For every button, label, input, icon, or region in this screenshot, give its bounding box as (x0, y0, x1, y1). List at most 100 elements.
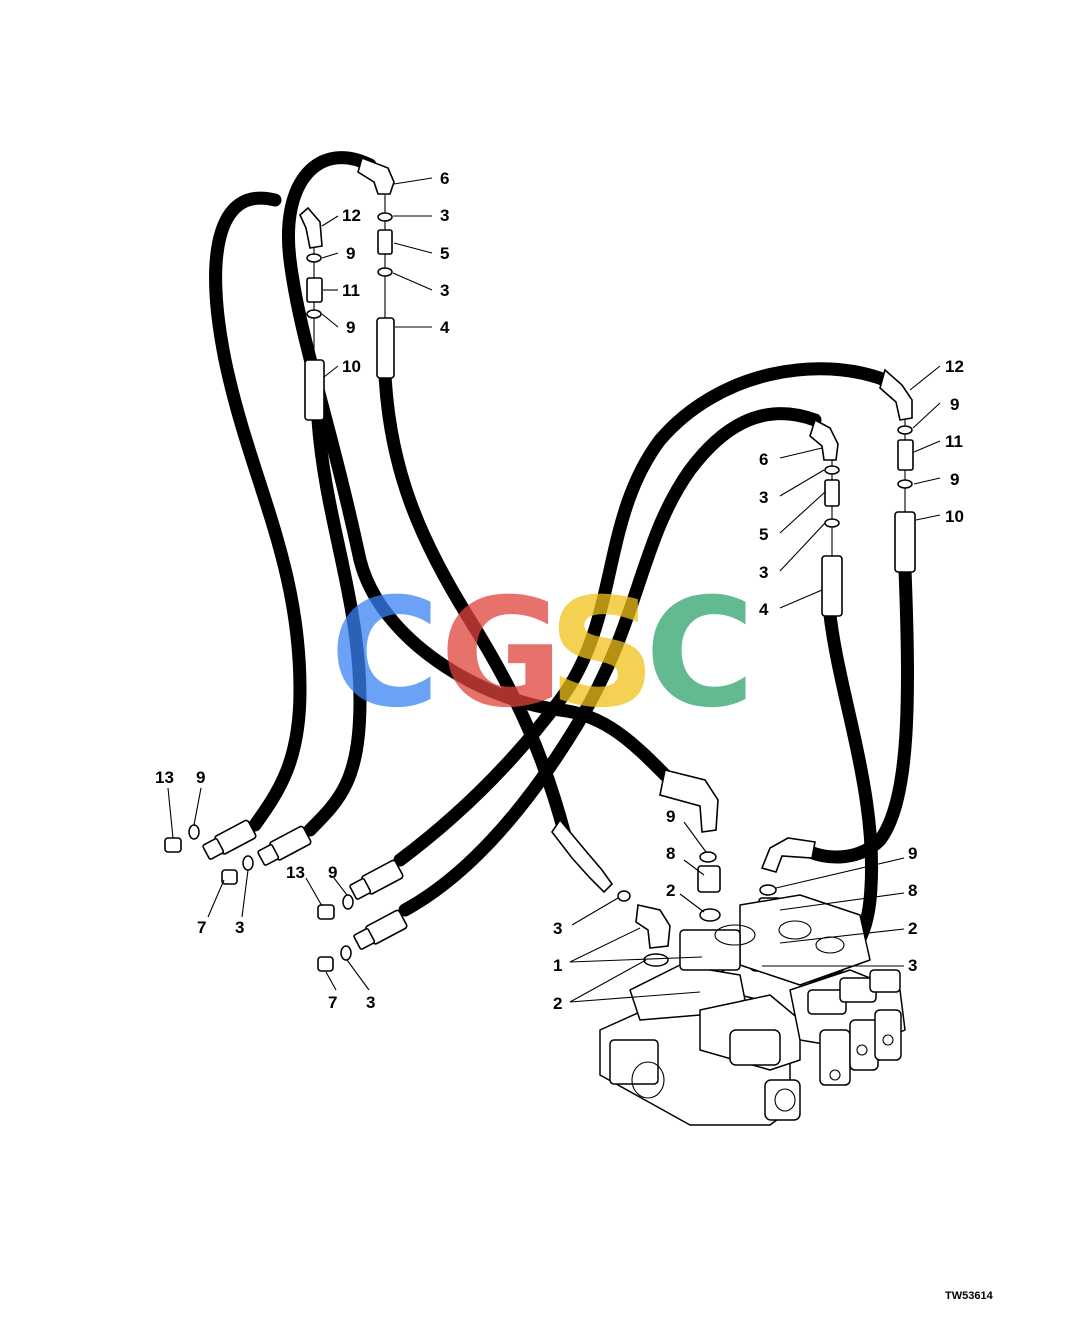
callout-11-right: 11 (945, 432, 963, 451)
callout-7-mid: 7 (328, 993, 337, 1012)
callout-9-valve-right: 9 (908, 844, 917, 863)
elbow-1-a (635, 904, 671, 949)
callouts: 6 3 12 5 9 3 11 9 4 10 12 9 11 6 9 3 10 … (155, 169, 964, 1013)
oring-2-valve-b (643, 953, 669, 967)
leader-lines (167, 177, 941, 1003)
hose-end-valve-right (760, 837, 816, 873)
callout-8-valve-left: 8 (666, 844, 675, 863)
callout-9-left: 9 (196, 768, 205, 787)
elbow-6-upper (357, 156, 395, 195)
callout-13-mid: 13 (286, 863, 305, 882)
callout-8-valve-right: 8 (908, 881, 917, 900)
callout-3-upper-b: 3 (440, 281, 449, 300)
watermark-letter-g: G (440, 567, 563, 741)
plug-7-left (221, 869, 238, 885)
callout-9-valve-left: 9 (666, 807, 675, 826)
callout-2-valve-b: 2 (553, 994, 562, 1013)
adapter-11-upper (306, 277, 323, 303)
watermark-letter-c1: C (330, 567, 440, 741)
elbow-12-upper (299, 206, 323, 249)
upper-stack-a (357, 156, 395, 379)
callout-10-upper: 10 (342, 357, 361, 376)
callout-9-mid: 9 (328, 863, 337, 882)
oring-9-valve-right (759, 884, 777, 896)
callout-13-left: 13 (155, 768, 174, 787)
oring-9-left (188, 824, 200, 840)
callout-3-left: 3 (235, 918, 244, 937)
hose-right-6 (398, 407, 822, 917)
elbow-6-right (809, 418, 839, 461)
oring-9-right-a (897, 425, 913, 435)
oring-9-right-b (897, 479, 913, 489)
callout-5-upper: 5 (440, 244, 449, 263)
callout-3-mid: 3 (366, 993, 375, 1012)
right-stack-a (879, 368, 916, 573)
adapter-5-upper (377, 229, 393, 255)
callout-7-left: 7 (197, 918, 206, 937)
callout-12-upper: 12 (342, 206, 361, 225)
cap-13-mid (317, 904, 335, 920)
callout-3-upper-a: 3 (440, 206, 449, 225)
oring-3-right-a (824, 465, 840, 475)
callout-1-valve: 1 (553, 956, 562, 975)
oring-3-valve-left (617, 890, 631, 902)
oring-3-right-b (824, 518, 840, 528)
adapter-8-valve-left (697, 865, 721, 893)
hose-upper-10 (303, 413, 367, 837)
figure-id: TW53614 (945, 1290, 994, 1302)
cap-13-left (164, 837, 182, 853)
callout-3-right-b: 3 (759, 563, 768, 582)
fitting-4-right (821, 555, 843, 617)
watermark-letter-c2: C (645, 567, 755, 741)
swivel-hose-end (551, 818, 614, 894)
lower-left-ends (164, 819, 408, 972)
watermark: C G S C (330, 567, 755, 741)
hose-right-12 (393, 362, 892, 867)
callout-9-upper-b: 9 (346, 318, 355, 337)
fitting-4-upper (376, 317, 395, 379)
hose-end-2 (257, 825, 312, 866)
fitting-10-right (894, 511, 916, 573)
oring-3-upper-b (377, 267, 393, 277)
oring-2-valve-a (699, 908, 721, 922)
control-valve-body (599, 894, 906, 1126)
hose-left-outer (209, 191, 307, 832)
callout-2-valve-right: 2 (908, 919, 917, 938)
oring-9-upper-b (306, 309, 322, 319)
plug-7-mid (317, 956, 334, 972)
callout-6-upper: 6 (440, 169, 449, 188)
watermark-letter-s: S (548, 567, 656, 741)
oring-3-mid (340, 945, 352, 961)
oring-9-mid (342, 894, 354, 910)
hose-end-valve-left (659, 769, 719, 833)
oring-9-upper-a (306, 253, 322, 263)
adapter-11-right (897, 439, 914, 471)
hose-right-10 (803, 563, 914, 864)
callout-4-upper: 4 (440, 318, 450, 337)
callout-6-right: 6 (759, 450, 768, 469)
callout-9-right-a: 9 (950, 395, 959, 414)
upper-stack-b (299, 206, 325, 421)
callout-4-right: 4 (759, 600, 769, 619)
oring-3-left (242, 855, 254, 871)
hoses (209, 151, 914, 987)
callout-9-upper-a: 9 (346, 244, 355, 263)
right-stack-b (809, 418, 843, 617)
callout-11-upper: 11 (342, 281, 360, 300)
fitting-10-upper (304, 359, 325, 421)
callout-3-valve-left: 3 (553, 919, 562, 938)
callout-10-right: 10 (945, 507, 964, 526)
adapter-5-right (824, 479, 840, 507)
hose-end-4 (353, 909, 408, 950)
oring-9-valve-left (699, 851, 717, 863)
oring-3-upper-a (377, 212, 393, 222)
elbow-12-right (879, 368, 913, 421)
callout-9-right-b: 9 (950, 470, 959, 489)
callout-12-right: 12 (945, 357, 964, 376)
hose-end-1 (202, 819, 257, 860)
hose-end-3 (349, 859, 404, 900)
callout-3-valve-right: 3 (908, 956, 917, 975)
callout-3-right-a: 3 (759, 488, 768, 507)
callout-2-valve-a: 2 (666, 881, 675, 900)
